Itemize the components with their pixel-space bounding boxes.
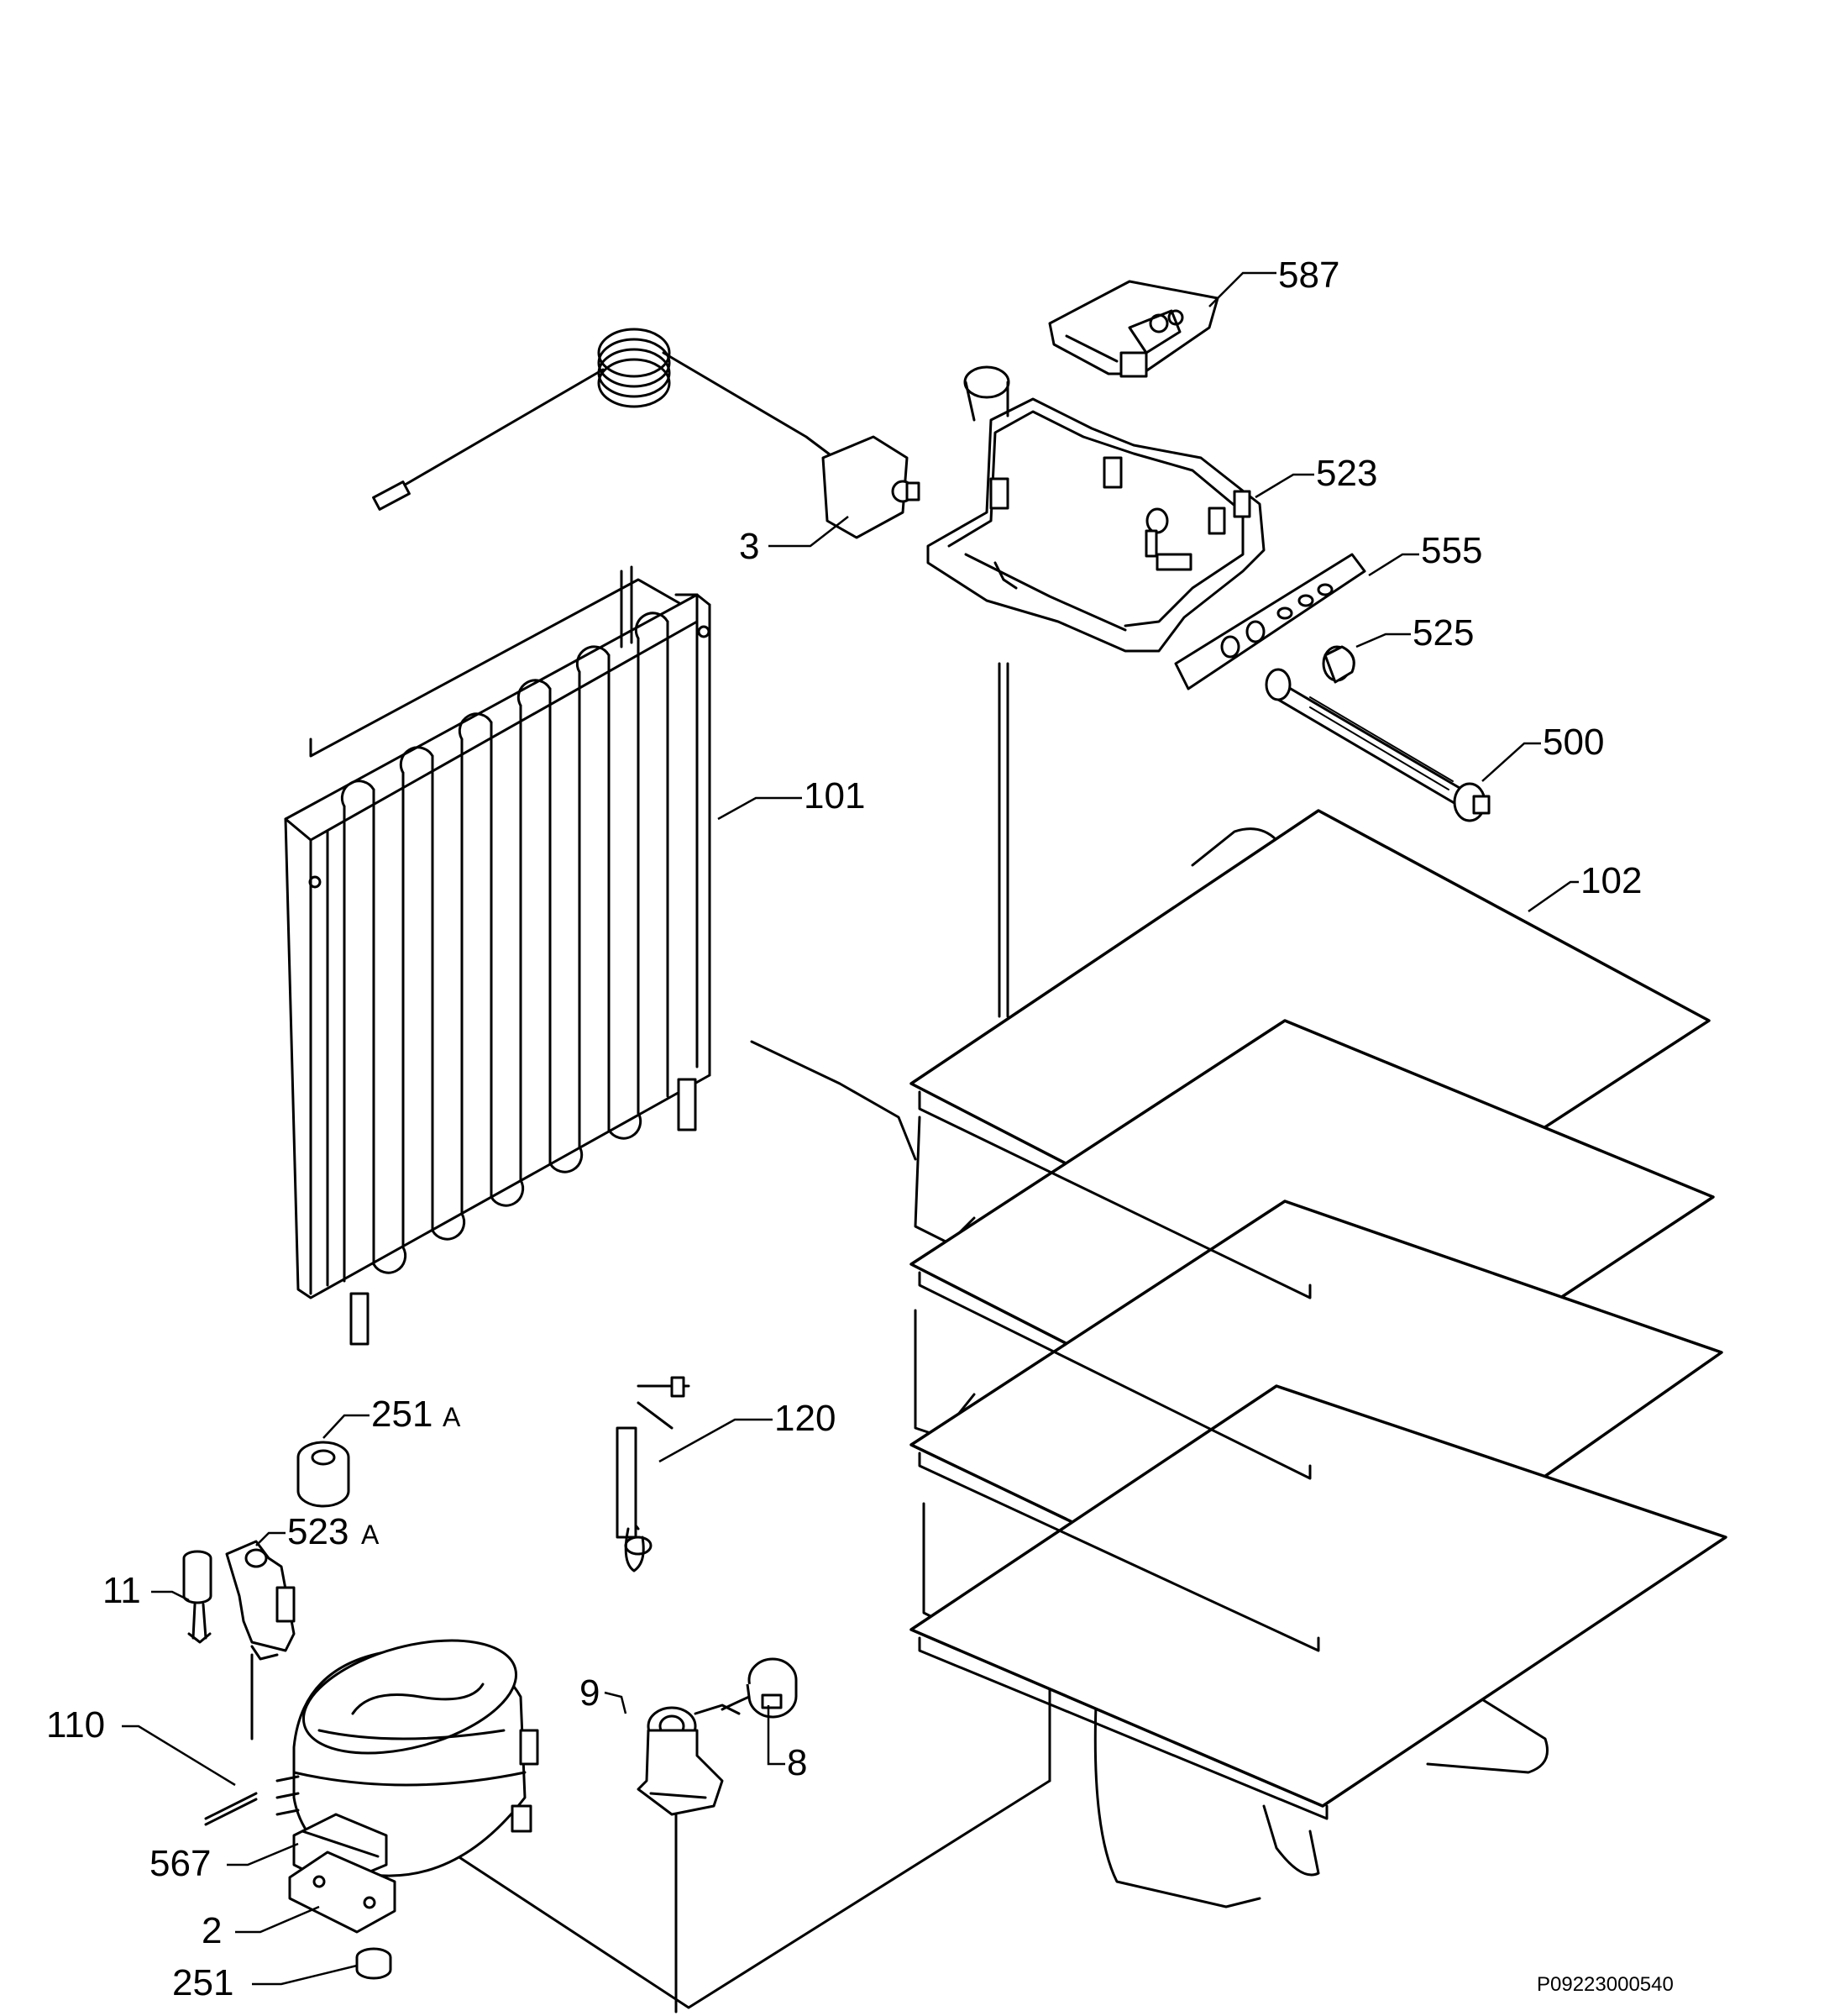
label-251a-suffix: A	[443, 1402, 461, 1432]
control-housing-523	[926, 365, 1266, 653]
thermostat-3	[372, 328, 920, 539]
compressor-2	[275, 1639, 539, 1934]
label-8: 8	[787, 1742, 807, 1783]
label-587: 587	[1278, 255, 1339, 296]
label-2: 2	[202, 1910, 222, 1951]
label-11: 11	[102, 1570, 141, 1611]
bracket-523a	[225, 1540, 296, 1661]
label-101: 101	[804, 775, 865, 816]
cabinet-outline	[309, 578, 1051, 2013]
pin-110	[204, 1792, 258, 1826]
label-120: 120	[774, 1398, 836, 1439]
relay-9	[637, 1704, 741, 1816]
label-110: 110	[46, 1704, 105, 1746]
rubber-foot-251	[355, 1947, 392, 1980]
label-102: 102	[1580, 860, 1642, 901]
label-525: 525	[1413, 612, 1474, 654]
overload-protector-8	[721, 1657, 798, 1719]
label-251: 251	[172, 1962, 233, 2003]
label-3: 3	[739, 526, 759, 567]
sensor-120	[616, 1376, 690, 1572]
label-9: 9	[579, 1672, 600, 1714]
part-labels: 587 523 3 555 525 500 101 102 251 A 120 …	[46, 255, 1674, 2003]
indicator-strip-555	[1174, 553, 1366, 690]
knob-525	[1322, 645, 1355, 684]
shaft-500	[1265, 668, 1491, 822]
drawing-code: P09223000540	[1537, 1973, 1674, 1996]
label-523a-suffix: A	[361, 1520, 380, 1550]
label-567: 567	[149, 1843, 211, 1884]
leader-lines	[122, 271, 1579, 1986]
coil-tubes	[343, 620, 669, 1283]
shelf-4	[909, 1384, 1727, 1808]
capacitor-11	[182, 1550, 212, 1644]
condenser-coil-101	[284, 565, 711, 1346]
grommet-251a	[296, 1441, 350, 1508]
label-251a-number: 251	[371, 1394, 432, 1435]
label-555: 555	[1421, 530, 1482, 571]
shelves-102	[909, 809, 1727, 1908]
label-523a-number: 523	[287, 1511, 349, 1552]
label-500: 500	[1543, 722, 1604, 763]
label-523: 523	[1316, 453, 1377, 494]
control-board-587	[1048, 280, 1219, 378]
coil-bends	[340, 612, 669, 1274]
